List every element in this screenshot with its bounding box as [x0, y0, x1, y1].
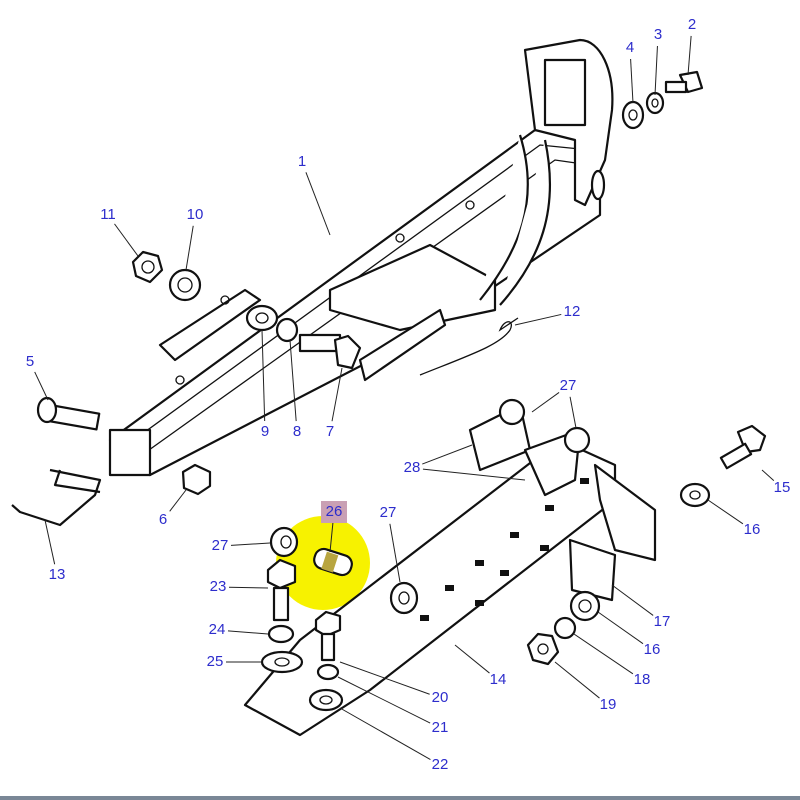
- leader-line: [707, 499, 744, 525]
- leader-line: [34, 371, 49, 401]
- part-washer-3: [645, 91, 665, 115]
- callout-label-6[interactable]: 6: [159, 511, 167, 528]
- part-bolt-20: [314, 610, 342, 662]
- leader-line: [44, 519, 56, 565]
- leader-line: [329, 522, 334, 553]
- callout-label-21[interactable]: 21: [432, 719, 449, 736]
- leader-line: [289, 339, 297, 422]
- callout-label-2[interactable]: 2: [688, 16, 696, 33]
- callout-label-26[interactable]: 26: [326, 503, 343, 520]
- part-nut-19: [526, 632, 560, 666]
- part-washer-21: [316, 663, 340, 681]
- callout-label-13[interactable]: 13: [49, 566, 66, 583]
- part-bolt-15: [719, 424, 767, 470]
- part-washer-25: [260, 650, 304, 674]
- part-bolt-2: [664, 70, 704, 94]
- part-base-runner: [243, 438, 657, 737]
- callout-label-12[interactable]: 12: [564, 303, 581, 320]
- callout-label-15[interactable]: 15: [774, 479, 791, 496]
- leader-line: [422, 468, 526, 481]
- callout-label-25[interactable]: 25: [207, 653, 224, 670]
- part-pivot-brackets-28: [468, 398, 591, 497]
- part-clip-13: [11, 468, 102, 527]
- callout-label-16[interactable]: 16: [644, 641, 661, 658]
- part-seat-bracket: [523, 38, 614, 207]
- leader-line: [654, 45, 658, 96]
- callout-label-17[interactable]: 17: [654, 613, 671, 630]
- callout-label-16[interactable]: 16: [744, 521, 761, 538]
- callout-label-14[interactable]: 14: [490, 671, 507, 688]
- part-bolt-7: [298, 333, 362, 370]
- part-washer-8: [275, 317, 299, 343]
- part-bolt-5: [36, 396, 101, 431]
- leader-line: [227, 630, 269, 635]
- callout-label-9[interactable]: 9: [261, 423, 269, 440]
- part-seat-rail: [108, 128, 602, 477]
- highlight-label-background: [321, 501, 347, 523]
- callout-label-11[interactable]: 11: [100, 206, 116, 223]
- callout-label-8[interactable]: 8: [293, 423, 301, 440]
- callout-label-28[interactable]: 28: [404, 459, 421, 476]
- part-nut-6: [181, 463, 212, 496]
- leader-line: [687, 35, 692, 76]
- callout-label-5[interactable]: 5: [26, 353, 34, 370]
- part-washer-24: [267, 624, 295, 644]
- callout-label-19[interactable]: 19: [600, 696, 617, 713]
- part-washer-16: [679, 482, 711, 508]
- callout-label-24[interactable]: 24: [209, 621, 226, 638]
- part-pin-26: [313, 547, 353, 577]
- part-washer-9: [245, 304, 279, 332]
- part-nut-11: [131, 250, 164, 284]
- leader-line: [339, 661, 430, 695]
- callout-label-20[interactable]: 20: [432, 689, 449, 706]
- callout-label-10[interactable]: 10: [187, 206, 204, 223]
- leader-line: [305, 172, 331, 236]
- leader-line: [331, 367, 343, 422]
- part-spacer-27-left: [269, 526, 299, 558]
- callout-label-7[interactable]: 7: [326, 423, 334, 440]
- leader-line: [531, 392, 560, 413]
- leader-line: [514, 313, 562, 326]
- leader-line: [230, 542, 271, 546]
- part-lockwasher-10: [168, 268, 202, 302]
- leader-line: [554, 661, 600, 699]
- part-washer-16-lower: [569, 590, 601, 622]
- part-washer-4: [621, 100, 645, 130]
- leader-line: [569, 396, 577, 429]
- part-washer-22: [308, 688, 344, 712]
- leader-line: [422, 444, 473, 465]
- part-spring-12: [419, 317, 519, 376]
- leader-line: [114, 223, 139, 257]
- leader-line: [337, 676, 431, 724]
- callout-label-22[interactable]: 22: [432, 756, 449, 773]
- part-bolt-23: [266, 558, 297, 622]
- part-spacer-27: [389, 581, 419, 615]
- callout-label-18[interactable]: 18: [634, 671, 651, 688]
- part-washer-18: [553, 616, 577, 640]
- leader-line: [573, 633, 634, 675]
- leader-line: [389, 523, 401, 583]
- leader-line: [169, 489, 187, 512]
- callout-label-3[interactable]: 3: [654, 26, 662, 43]
- callout-label-23[interactable]: 23: [210, 578, 227, 595]
- callout-label-4[interactable]: 4: [626, 39, 634, 56]
- leader-line: [611, 584, 654, 616]
- bottom-border: [0, 796, 800, 800]
- leader-line: [228, 586, 269, 589]
- leader-line: [630, 58, 634, 104]
- leader-line: [339, 707, 431, 760]
- callout-label-27[interactable]: 27: [560, 377, 577, 394]
- leader-line: [261, 329, 266, 422]
- leader-line: [597, 611, 644, 645]
- leader-line: [185, 225, 194, 271]
- leader-line: [454, 644, 490, 674]
- leader-line: [761, 469, 775, 482]
- callout-label-1[interactable]: 1: [298, 153, 306, 170]
- callout-label-27[interactable]: 27: [380, 504, 397, 521]
- callout-label-27[interactable]: 27: [212, 537, 229, 554]
